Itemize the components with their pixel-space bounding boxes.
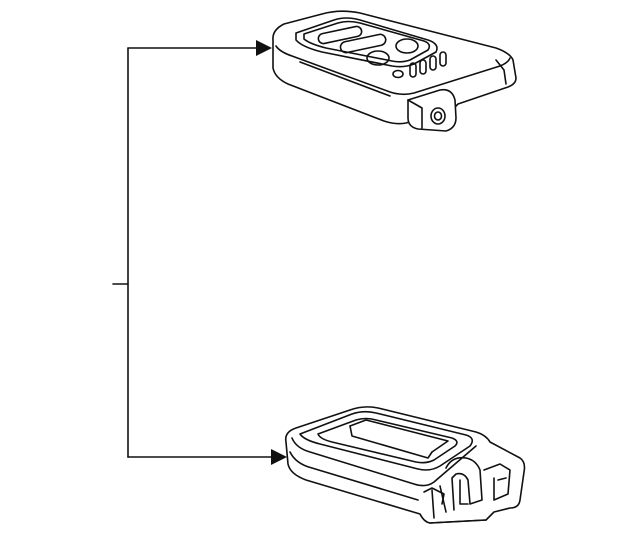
case-bottom-edge: [429, 519, 487, 524]
case-cavity-inner: [317, 417, 458, 464]
fob-ridge-4: [439, 51, 447, 67]
fob-button-round-2: [366, 50, 390, 66]
case-recess-floor: [349, 425, 433, 459]
case-top-rim: [291, 437, 477, 487]
arrowhead-top: [256, 40, 272, 56]
fob-top-edge: [275, 45, 511, 96]
fob-button-lock: [317, 25, 363, 45]
arrowhead-bottom: [271, 449, 287, 465]
fob-key-ring-edge: [407, 99, 423, 129]
leader-bracket: [112, 40, 287, 465]
fob-indicator-light: [392, 69, 404, 79]
case-corner-tab: [423, 487, 445, 505]
case-clip-slot-right: [483, 463, 511, 501]
fob-button-round-1: [395, 38, 419, 54]
case-cavity-outer: [299, 410, 474, 471]
fob-key-ring-hole: [430, 107, 446, 125]
transmitter-case-part: [284, 406, 526, 524]
fob-body: [272, 10, 517, 125]
fob-button-panel-inner: [303, 20, 431, 63]
fob-side-line: [299, 61, 391, 97]
fob-button-panel: [295, 17, 438, 68]
case-recess-step: [349, 419, 449, 453]
fob-key-ring-hole-inner: [433, 111, 443, 121]
fob-side-corner: [495, 59, 507, 85]
case-clip-detail: [497, 477, 507, 481]
fob-ridge-2: [419, 59, 427, 75]
case-clip-slot-left: [459, 479, 469, 505]
fob-ridge-3: [429, 55, 437, 71]
remote-transmitter-part: [272, 10, 517, 132]
case-front-edge: [289, 451, 419, 501]
case-clip-outer: [445, 456, 483, 511]
fob-ridge-1: [409, 62, 417, 78]
fob-button-unlock: [339, 33, 387, 54]
